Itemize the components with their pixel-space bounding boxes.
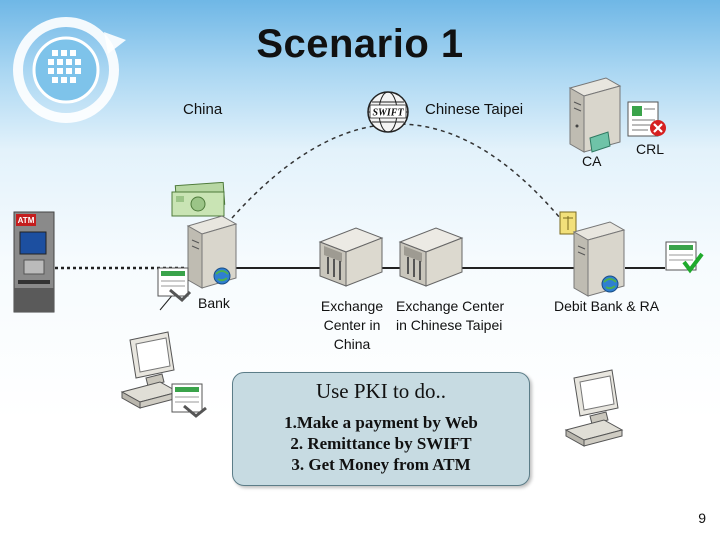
callout-item-swift-remittance: 2. Remittance by SWIFT: [290, 434, 472, 453]
callout-item-web-payment: 1.Make a payment by Web: [284, 413, 478, 432]
ca-server-icon: [568, 77, 622, 153]
swift-globe-icon: SWIFT: [367, 91, 409, 133]
page-number: 9: [698, 510, 706, 526]
region-label-china: China: [183, 101, 223, 118]
swift-logo-text: SWIFT: [372, 108, 404, 119]
exchange-center-china-line3: China: [333, 336, 371, 352]
money-bills-icon: [171, 182, 226, 217]
verified-certificate-icon: [665, 241, 704, 274]
callout-item-atm-withdrawal: 3. Get Money from ATM: [291, 455, 471, 474]
slide-title: Scenario 1: [256, 22, 464, 66]
debit-bank-ra-label: Debit Bank & RA: [554, 298, 660, 314]
globe-logo-icon: [13, 17, 126, 123]
atm-label: ATM: [18, 216, 35, 225]
ca-label: CA: [582, 153, 602, 169]
crl-certificate-icon: [627, 101, 666, 137]
ra-computer-icon: [564, 369, 624, 447]
callout-heading: Use PKI to do..: [315, 379, 447, 403]
exchange-center-taipei-line2: in Chinese Taipei: [396, 317, 503, 333]
exchange-center-taipei-icon: [398, 227, 464, 287]
atm-machine-icon: ATM: [13, 211, 55, 313]
exchange-center-taipei-line1: Exchange Center: [396, 298, 505, 314]
exchange-center-china-label: Exchange Center in China: [316, 297, 388, 354]
exchange-center-taipei-label: Exchange Center in Chinese Taipei: [396, 297, 504, 335]
bank-server-icon: [186, 215, 238, 289]
ca-card-icon: [589, 131, 611, 153]
certificate-doc-icon: [559, 211, 577, 235]
exchange-center-china-line1: Exchange: [320, 298, 384, 314]
bank-certificate-icon: [157, 267, 192, 302]
exchange-center-china-icon: [318, 227, 384, 287]
crl-label: CRL: [636, 141, 665, 157]
region-label-chinese-taipei: Chinese Taipei: [425, 101, 524, 118]
pki-callout-box: Use PKI to do.. 1.Make a payment by Web …: [232, 372, 530, 486]
exchange-center-china-line2: Center in: [323, 317, 381, 333]
debit-bank-server-icon: [572, 221, 626, 297]
client-certificate-icon: [171, 383, 207, 418]
bank-label: Bank: [198, 295, 230, 311]
